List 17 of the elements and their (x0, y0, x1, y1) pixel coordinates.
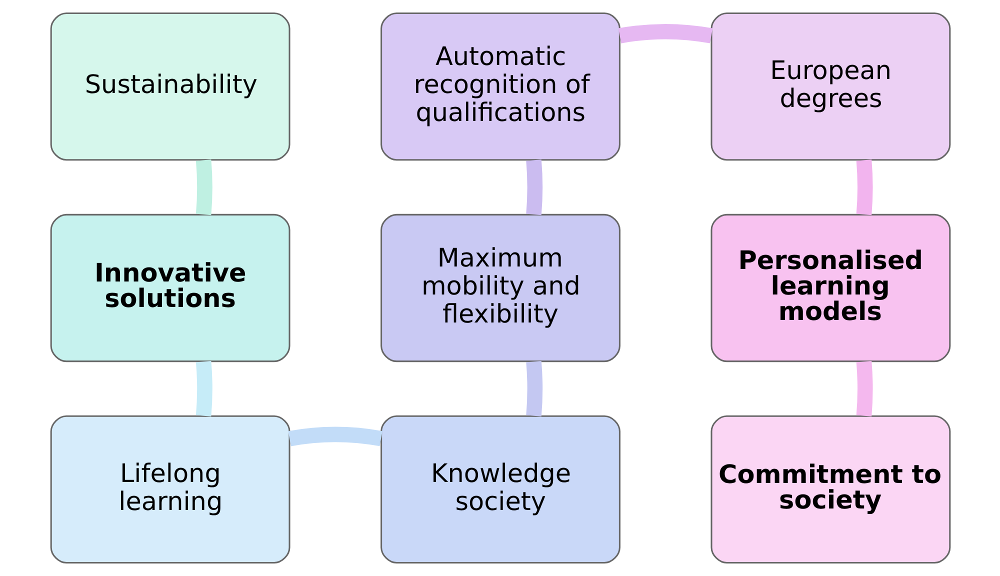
connector (856, 361, 872, 416)
connector (526, 160, 542, 216)
connector (856, 160, 872, 216)
node-box: Innovative solutions (50, 214, 290, 362)
connector (288, 426, 382, 446)
node-box: European degrees (710, 12, 950, 161)
node-box: Commitment to society (710, 415, 950, 564)
node-box: Lifelong learning (50, 415, 290, 564)
connector (195, 361, 212, 416)
connector (195, 160, 212, 216)
node-box: Automatic recognition of qualifications (380, 12, 620, 161)
node-box: Personalised learning models (710, 214, 950, 362)
node-box: Knowledge society (380, 415, 620, 564)
connector (618, 24, 712, 44)
node-box: Maximum mobility and flexibility (380, 214, 620, 362)
connector (526, 361, 542, 416)
node-box: Sustainability (50, 12, 290, 161)
